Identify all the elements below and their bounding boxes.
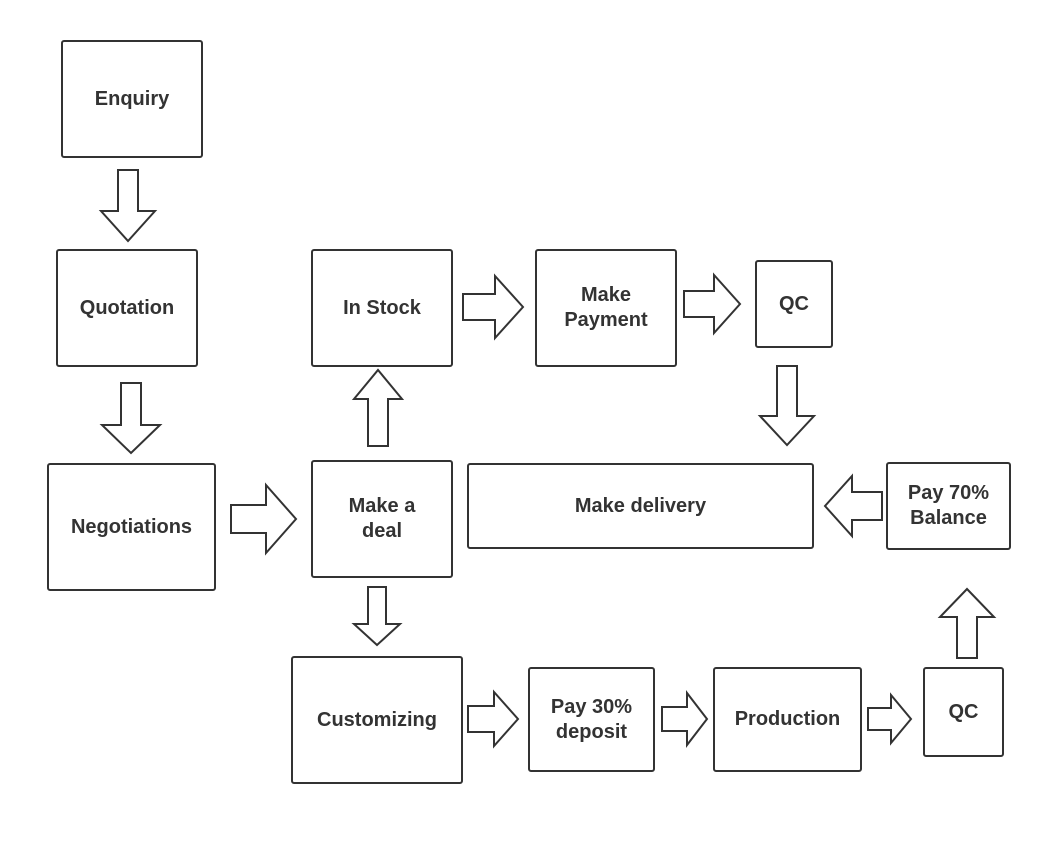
arrow-balance-to-delivery [823,473,883,539]
arrow-quotation-to-negotiations [99,382,163,455]
make-deal-label: Make a deal [348,495,416,542]
arrow-deal-to-customizing [351,586,403,647]
in-stock-label: In Stock [343,296,421,319]
arrow-qc-to-delivery [757,365,817,447]
arrow-customizing-to-deposit [467,689,520,749]
qc-top-box: QC [755,260,833,348]
enquiry-box: Enquiry [61,40,203,158]
qc-bottom-box: QC [923,667,1004,757]
customizing-box: Customizing [291,656,463,784]
qc-top-label: QC [779,292,809,315]
make-payment-box: Make Payment [535,249,677,367]
quotation-label: Quotation [79,296,175,319]
pay-deposit-box: Pay 30% deposit [528,667,655,772]
make-delivery-label: Make delivery [574,494,707,517]
pay-deposit-label: Pay 30% deposit [550,695,633,743]
arrow-enquiry-to-quotation [98,169,158,243]
negotiations-label: Negotiations [70,515,193,538]
arrow-deal-to-in-stock [351,368,405,447]
pay-balance-label: Pay 70% Balance [907,482,990,529]
arrow-negotiations-to-deal [230,482,298,556]
enquiry-label: Enquiry [94,87,170,110]
negotiations-box: Negotiations [47,463,216,591]
arrow-payment-to-qc [683,272,742,336]
make-delivery-box: Make delivery [467,463,814,549]
arrow-deposit-to-production [661,690,709,748]
in-stock-box: In Stock [311,249,453,367]
arrow-in-stock-to-payment [462,273,525,341]
pay-balance-box: Pay 70% Balance [886,462,1011,550]
qc-bottom-label: QC [948,700,979,723]
quotation-box: Quotation [56,249,198,367]
production-box: Production [713,667,862,772]
make-payment-label: Make Payment [564,284,648,331]
arrow-qc-to-balance [937,587,997,659]
make-deal-box: Make a deal [311,460,453,578]
arrow-production-to-qc [867,692,913,746]
production-label: Production [734,708,841,730]
customizing-label: Customizing [317,708,437,731]
